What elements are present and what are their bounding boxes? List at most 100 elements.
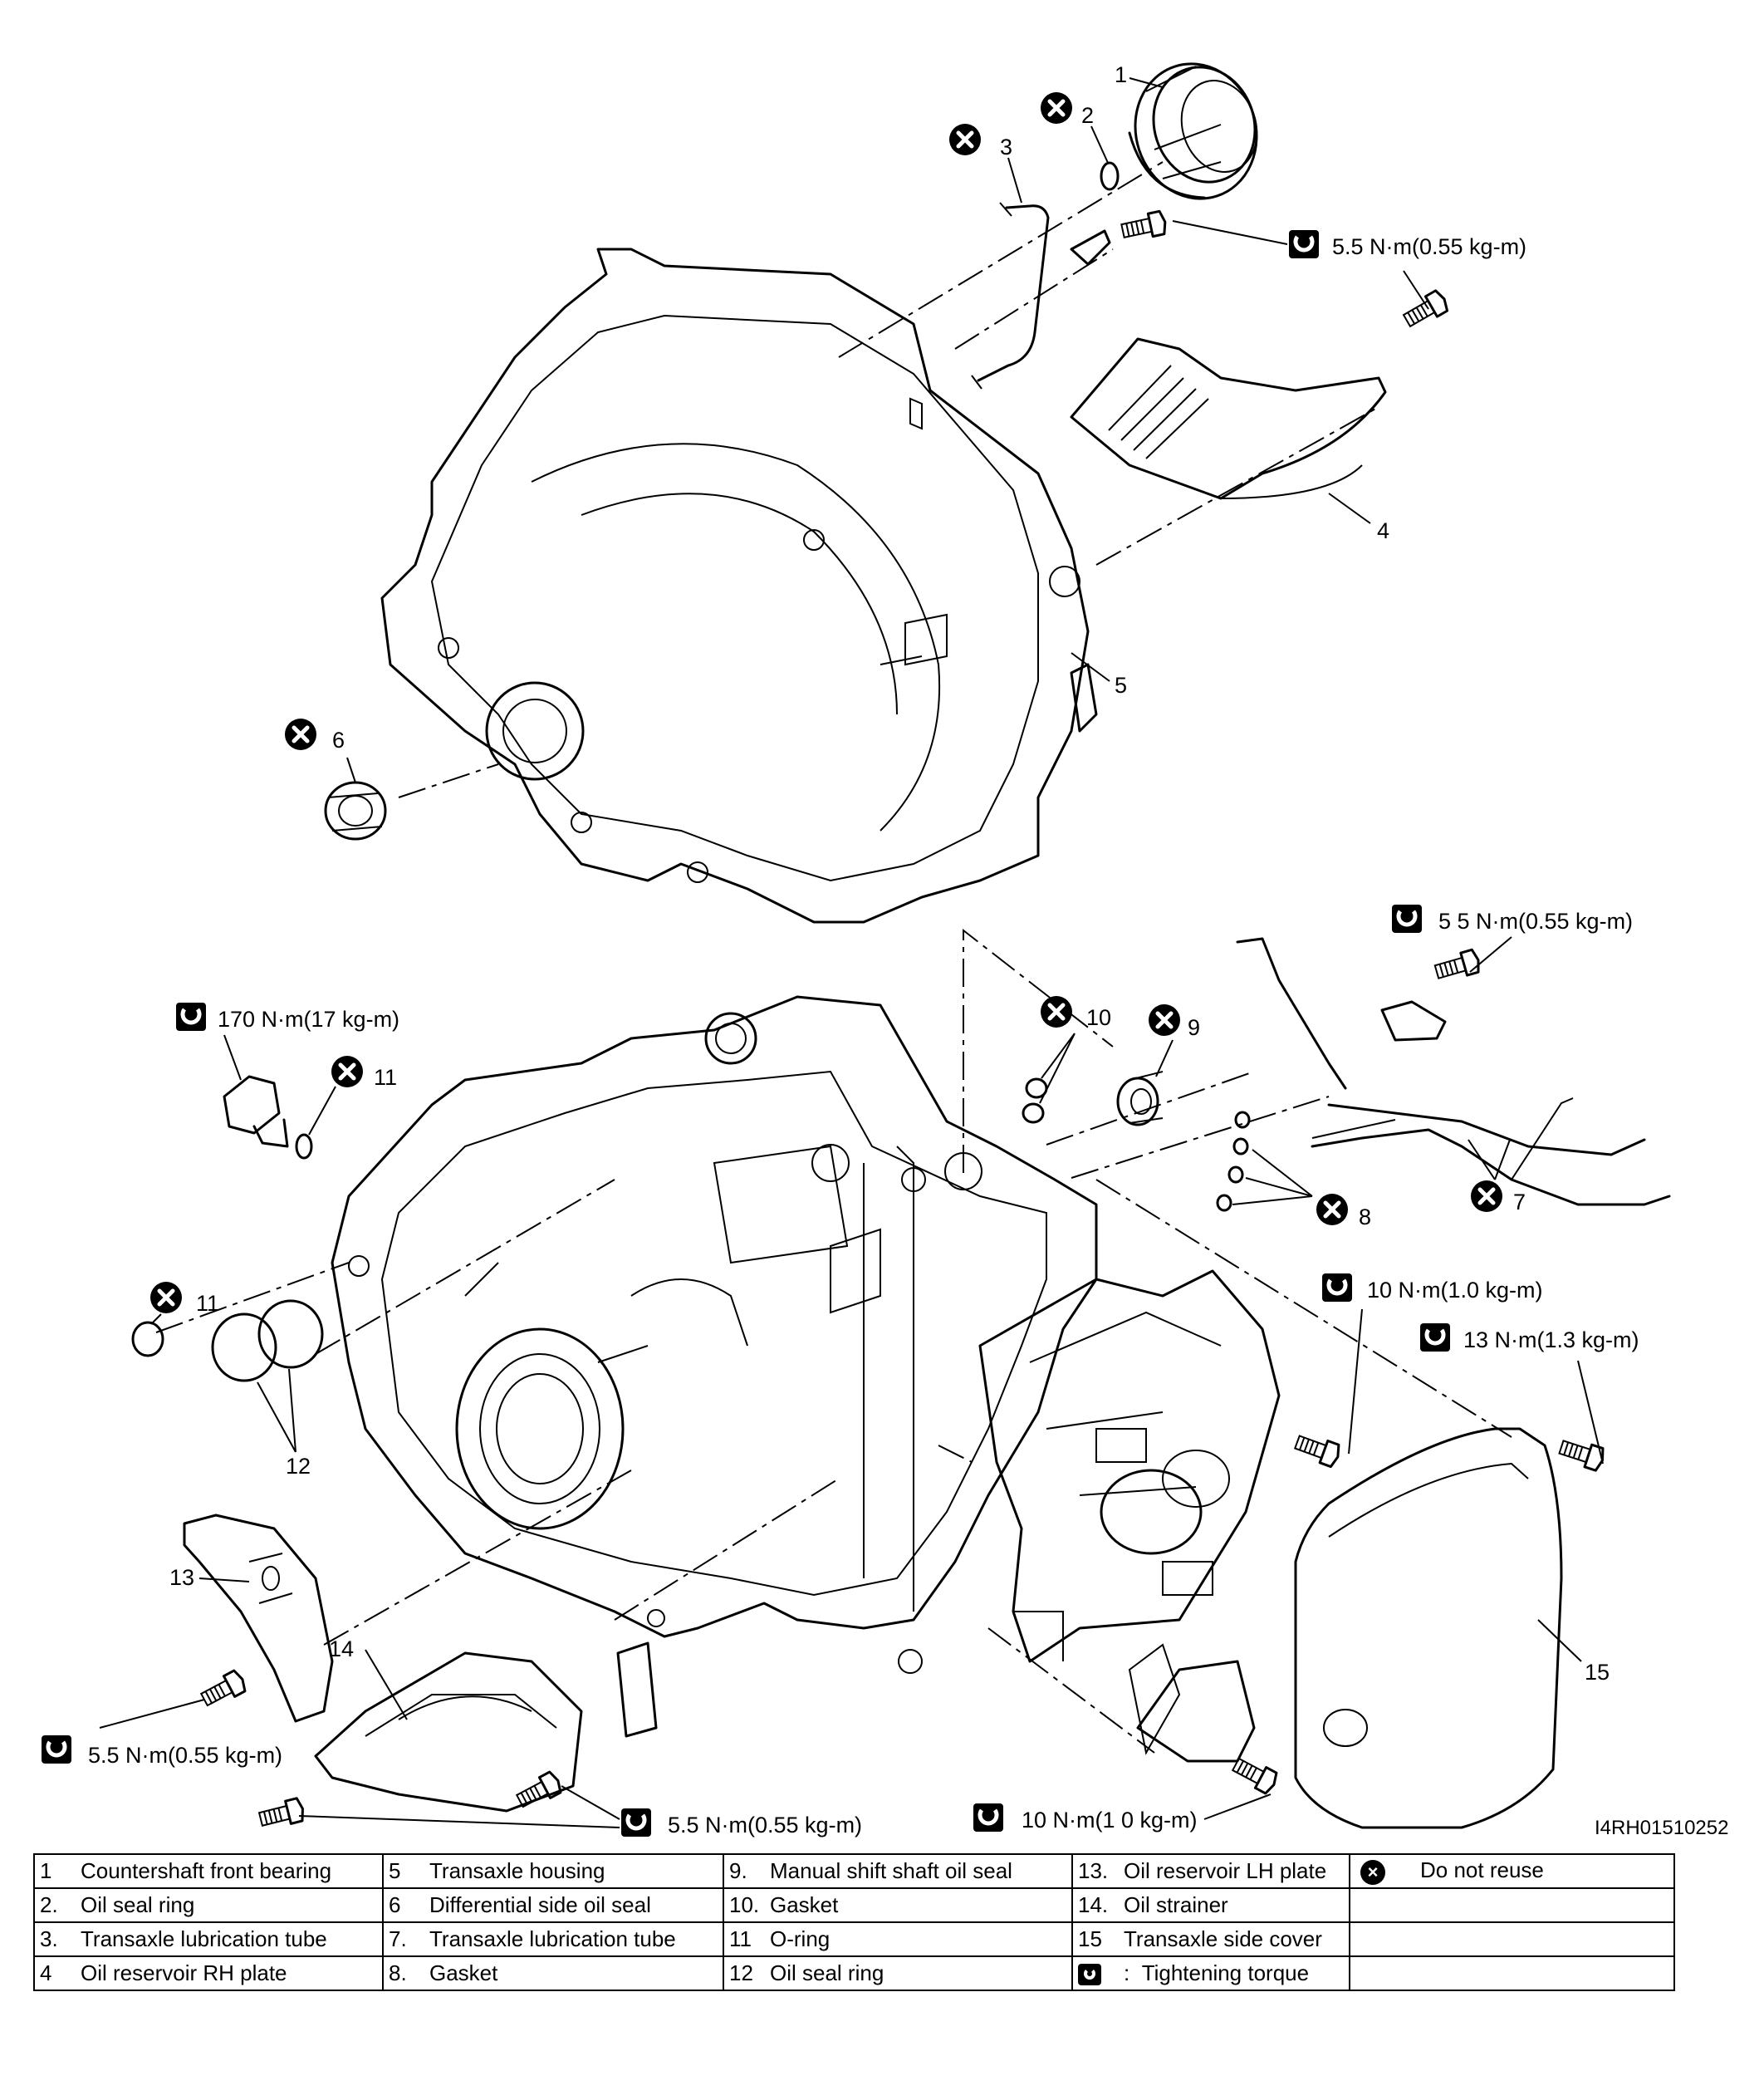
legend-number: 7. [382,1921,424,1957]
svg-text:8: 8 [1359,1205,1371,1229]
o-ring [131,1321,164,1357]
document-id: I4RH01510252 [1595,1817,1728,1839]
legend-number: 12 [723,1955,765,1991]
legend-number: 2. [33,1887,76,1923]
legend-number: 11 [723,1921,765,1957]
torque-label-bottom-mid: 5.5 N·m(0.55 kg-m) [298,1785,862,1838]
torque-label-valve: 10 N·m(1.0 kg-m) [1322,1273,1543,1455]
wrench-torque-icon [973,1803,1003,1832]
legend-number: 15 [1071,1921,1119,1957]
legend-label: Manual shift shaft oil seal [765,1853,1073,1889]
callout-12: 12 [257,1368,311,1479]
legend-number: 4 [33,1955,76,1991]
callout-6: 6 [285,719,356,783]
wrench-torque-icon [42,1735,71,1764]
transaxle-housing [380,248,1098,924]
legend-label: Gasket [424,1955,724,1991]
wrench-torque-icon [1392,905,1422,933]
legend-number: 14. [1071,1887,1119,1923]
do-not-reuse-icon [150,1282,182,1313]
legend-number: 9. [723,1853,765,1889]
wrench-torque-icon [1289,230,1319,258]
do-not-reuse-icon [949,124,981,155]
callout-1: 1 [1115,62,1164,88]
oil-reservoir-lh-plate [183,1514,334,1723]
wrench-torque-icon [1322,1273,1352,1302]
legend-label: Do not reuse [1420,1857,1544,1883]
torque-label-right-upper: 5 5 N·m(0.55 kg-m) [1392,905,1633,973]
legend-label: Oil seal ring [765,1955,1073,1991]
svg-text:5: 5 [1115,673,1127,698]
torque-label-cover: 13 N·m(1.3 kg-m) [1420,1323,1639,1465]
gasket-10 [1022,1077,1048,1124]
svg-text:15: 15 [1585,1660,1610,1685]
svg-text:170 N·m(17 kg-m): 170 N·m(17 kg-m) [218,1007,399,1032]
oil-seal-ring-12 [211,1299,324,1382]
legend-number: 6 [382,1887,424,1923]
legend-label: Transaxle lubrication tube [76,1921,384,1957]
svg-text:7: 7 [1513,1190,1526,1214]
legend-number: 8. [382,1955,424,1991]
manual-shift-shaft-oil-seal [1116,1071,1164,1126]
svg-text:5 5 N·m(0.55 kg-m): 5 5 N·m(0.55 kg-m) [1438,909,1633,934]
svg-text:6: 6 [332,728,345,753]
do-not-reuse-icon [1316,1194,1348,1225]
bolt-solenoid [1228,1753,1281,1797]
bolt-lh-plate [197,1667,249,1711]
oil-reservoir-rh-plate [1070,337,1387,500]
callout-4: 4 [1328,493,1389,543]
svg-text:14: 14 [329,1636,354,1661]
countershaft-front-bearing [1128,62,1258,200]
legend-number: 10. [723,1887,765,1923]
legend-label: Oil reservoir LH plate [1119,1853,1350,1889]
callout-13: 13 [169,1565,250,1590]
svg-text:9: 9 [1188,1015,1200,1040]
legend-label: Oil strainer [1119,1887,1350,1923]
legend-label: Oil seal ring [76,1887,384,1923]
do-not-reuse-icon [1041,92,1072,124]
callout-8: 8 [1232,1149,1371,1229]
svg-text:3: 3 [1000,135,1012,159]
legend-empty-cell [1349,1955,1675,1991]
legend-label: Transaxle lubrication tube [424,1921,724,1957]
gasket-8 [1216,1111,1251,1212]
legend-label: Transaxle side cover [1119,1921,1350,1957]
callout-10: 10 [1040,996,1111,1104]
svg-text:5.5 N·m(0.55 kg-m): 5.5 N·m(0.55 kg-m) [88,1743,282,1768]
bolt-top [1119,209,1169,244]
svg-text:13: 13 [169,1565,194,1590]
bolt-lube-tube [1432,947,1483,984]
do-not-reuse-icon [285,719,316,750]
oil-strainer [314,1651,583,1813]
callout-3: 3 [949,124,1022,204]
wrench-torque-icon [621,1808,651,1837]
svg-text:13 N·m(1.3 kg-m): 13 N·m(1.3 kg-m) [1463,1327,1639,1352]
solenoid [1128,1643,1256,1763]
callout-7: 7 [1468,1139,1526,1214]
legend-label: Differential side oil seal [424,1887,724,1923]
legend-label: : Tightening torque [1119,1955,1350,1991]
legend-label: Oil reservoir RH plate [76,1955,384,1991]
svg-text:10 N·m(1.0 kg-m): 10 N·m(1.0 kg-m) [1367,1278,1543,1303]
svg-text:12: 12 [286,1454,311,1479]
do-not-reuse-icon [1471,1180,1502,1212]
legend-number: 3. [33,1921,76,1957]
svg-text:5.5 N·m(0.55 kg-m): 5.5 N·m(0.55 kg-m) [1332,234,1526,259]
svg-text:5.5 N·m(0.55 kg-m): 5.5 N·m(0.55 kg-m) [668,1813,862,1838]
bolt-valve-body [1291,1430,1344,1470]
do-not-reuse-icon [331,1056,363,1087]
legend-label: O-ring [765,1921,1073,1957]
legend-row: 3.Transaxle lubrication tube 7.Transaxle… [33,1921,1675,1957]
valve-body [978,1269,1281,1663]
transmission-case [331,995,1098,1674]
callout-15: 15 [1537,1619,1610,1685]
svg-text:1: 1 [1115,62,1127,87]
torque-label-top: 5.5 N·m(0.55 kg-m) [1172,220,1526,310]
strainer-bracket [616,1641,658,1738]
